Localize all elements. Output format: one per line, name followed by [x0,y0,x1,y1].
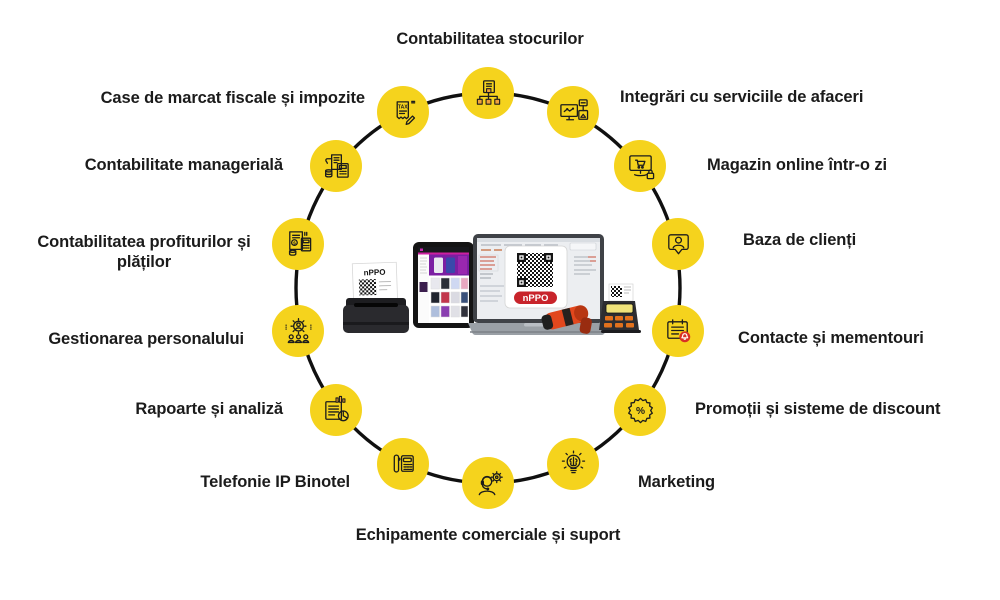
staff-management-icon [272,305,324,357]
svg-text:%: % [635,405,644,416]
label-marketing: Marketing [638,473,716,491]
managerial-accounting-icon [310,140,362,192]
barcode-scanner-illustration [541,305,592,334]
marketing-idea-icon [547,438,599,490]
label-gestionarea: Gestionarea personalului [48,330,244,348]
label-contabilitatea-stocurilor: Contabilitatea stocurilor [396,30,584,48]
svg-text:nPPO: nPPO [364,268,386,278]
profit-accounting-icon: $ [272,218,324,270]
laptop-illustration: nPPO [468,234,609,336]
label-rapoarte: Rapoarte și analiză [135,400,283,418]
label-integrari: Integrări cu serviciile de afaceri [620,88,864,106]
label-telefonie: Telefonie IP Binotel [200,473,350,491]
label-profituri: Contabilitatea profiturilor și plăților [37,233,251,272]
integrations-icon [547,86,599,138]
label-case-de-marcat: Case de marcat fiscale și impozite [100,89,365,107]
support-agent-icon [462,457,514,509]
tablet-illustration [413,242,474,328]
online-store-icon [614,140,666,192]
pos-terminal-illustration [599,283,641,333]
ip-phone-icon [377,438,429,490]
label-contacte: Contacte și mementouri [738,329,924,347]
receipt-printer-illustration: nPPO [343,261,409,333]
fiscal-tax-icon: TAX [377,86,429,138]
svg-text:nPPO: nPPO [523,293,549,304]
inventory-hierarchy-icon [462,67,514,119]
label-baza-de-clienti: Baza de clienți [743,231,857,249]
svg-text:$: $ [293,240,296,246]
label-promotii: Promoții și sisteme de discount [695,400,941,418]
contacts-reminders-icon [652,305,704,357]
label-echipamente: Echipamente comerciale și suport [355,526,621,544]
reports-analytics-icon [310,384,362,436]
center-devices-illustration: nPPO [343,234,641,336]
label-magazin-online: Magazin online într-o zi [707,156,888,174]
discount-percent-icon: % [614,384,666,436]
client-base-icon [652,218,704,270]
svg-text:TAX: TAX [397,104,407,110]
label-manageriala: Contabilitate managerială [84,156,283,174]
